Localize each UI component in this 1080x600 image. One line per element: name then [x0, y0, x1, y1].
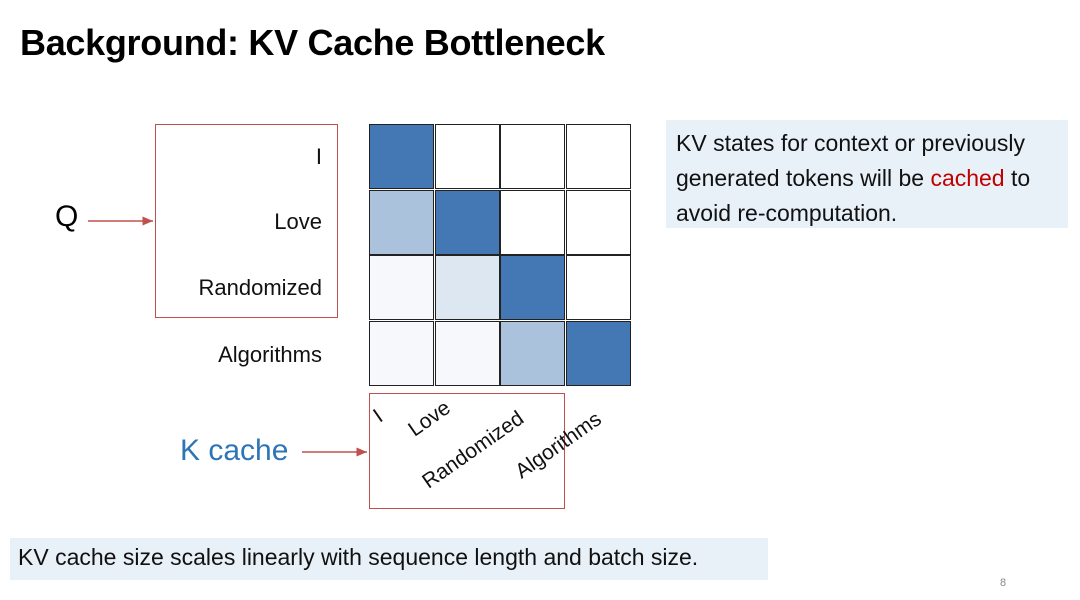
row-label-3: Randomized: [198, 275, 322, 300]
row-label-4: Algorithms: [218, 342, 322, 367]
footer-note: KV cache size scales linearly with seque…: [10, 538, 768, 580]
matrix-cell: [565, 320, 631, 386]
matrix-cell: [565, 124, 631, 189]
matrix-cell: [500, 320, 565, 386]
matrix-cell: [434, 189, 500, 255]
query-tokens-box: [155, 124, 338, 318]
callout-highlight: cached: [930, 165, 1005, 191]
row-label-1: I: [315, 144, 322, 169]
q-label: Q: [55, 200, 79, 233]
matrix-cell: [500, 124, 565, 189]
matrix-cell: [369, 320, 434, 386]
page-number: 8: [1000, 577, 1007, 589]
kv-callout: KV states for context or previously gene…: [666, 120, 1068, 228]
matrix-cell: [565, 189, 631, 255]
matrix-cell: [565, 255, 631, 320]
attention-matrix: [369, 124, 631, 386]
callout-text-after: to avoid re-computation.: [676, 165, 1031, 226]
matrix-cell: [434, 124, 500, 189]
matrix-cell: [434, 320, 500, 386]
k-cache-label: K cache: [180, 434, 289, 467]
callout-text-before: KV states for context or previously gene…: [676, 130, 1025, 191]
matrix-cell: [500, 189, 565, 255]
slide-title: Background: KV Cache Bottleneck: [20, 22, 605, 63]
key-tokens-box: [369, 393, 565, 509]
matrix-cell: [434, 255, 500, 320]
matrix-cell: [369, 255, 434, 320]
matrix-cell: [369, 124, 434, 189]
matrix-cell: [500, 255, 565, 320]
matrix-cell: [369, 189, 434, 255]
row-label-2: Love: [274, 209, 322, 234]
